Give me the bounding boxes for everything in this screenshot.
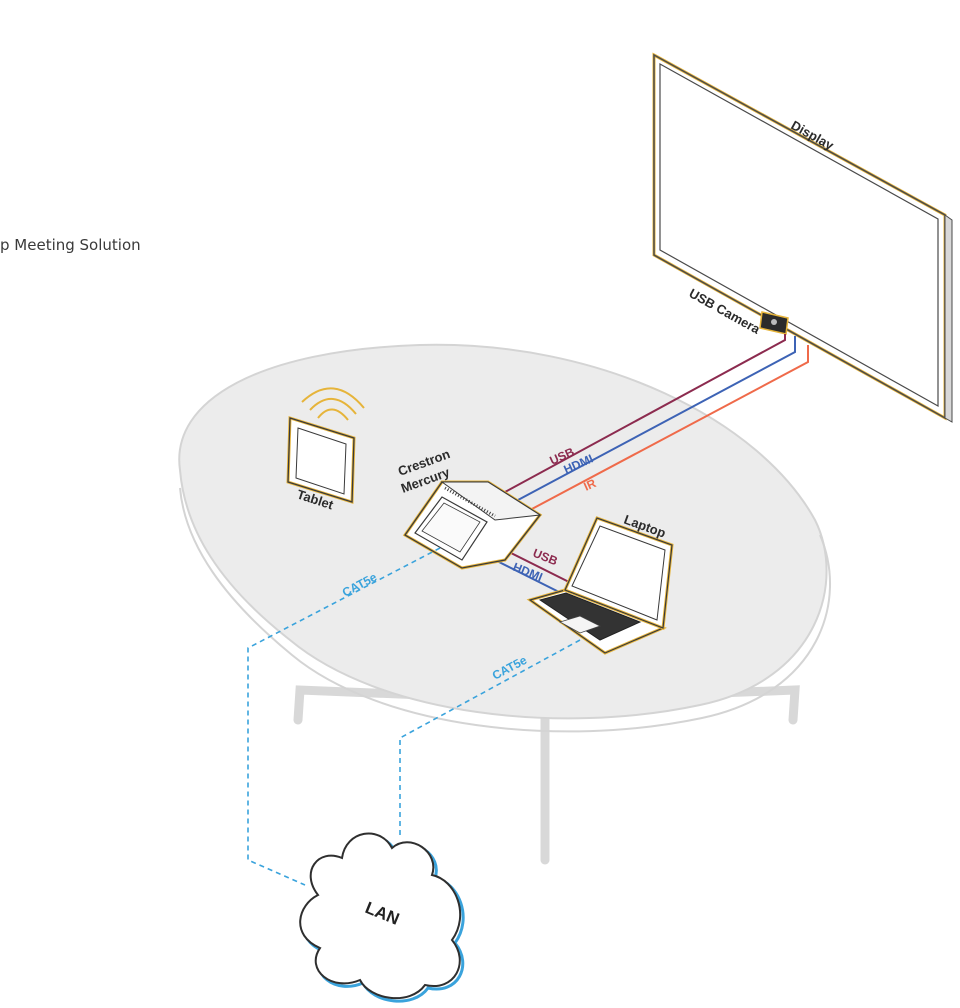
cat5e-cables (247, 547, 581, 886)
ir-cable-display (529, 345, 809, 511)
wifi-signal-icon (301, 387, 365, 421)
display (652, 52, 953, 423)
camera-lens-icon (771, 319, 777, 325)
crestron-mercury (402, 480, 543, 570)
tablet (286, 387, 365, 505)
lan-cloud-icon (299, 832, 465, 1003)
cat5e-cable-laptop (399, 639, 581, 838)
cables-to-display (504, 334, 809, 511)
usb-cable-display (504, 334, 786, 493)
page-title: p Meeting Solution (0, 236, 141, 254)
ir-cable-label: IR (582, 476, 599, 494)
laptop (526, 516, 674, 655)
cat5e-cable-mercury (247, 547, 441, 886)
laptop-trackpad (558, 615, 602, 634)
hdmi-cable-display (517, 336, 796, 501)
